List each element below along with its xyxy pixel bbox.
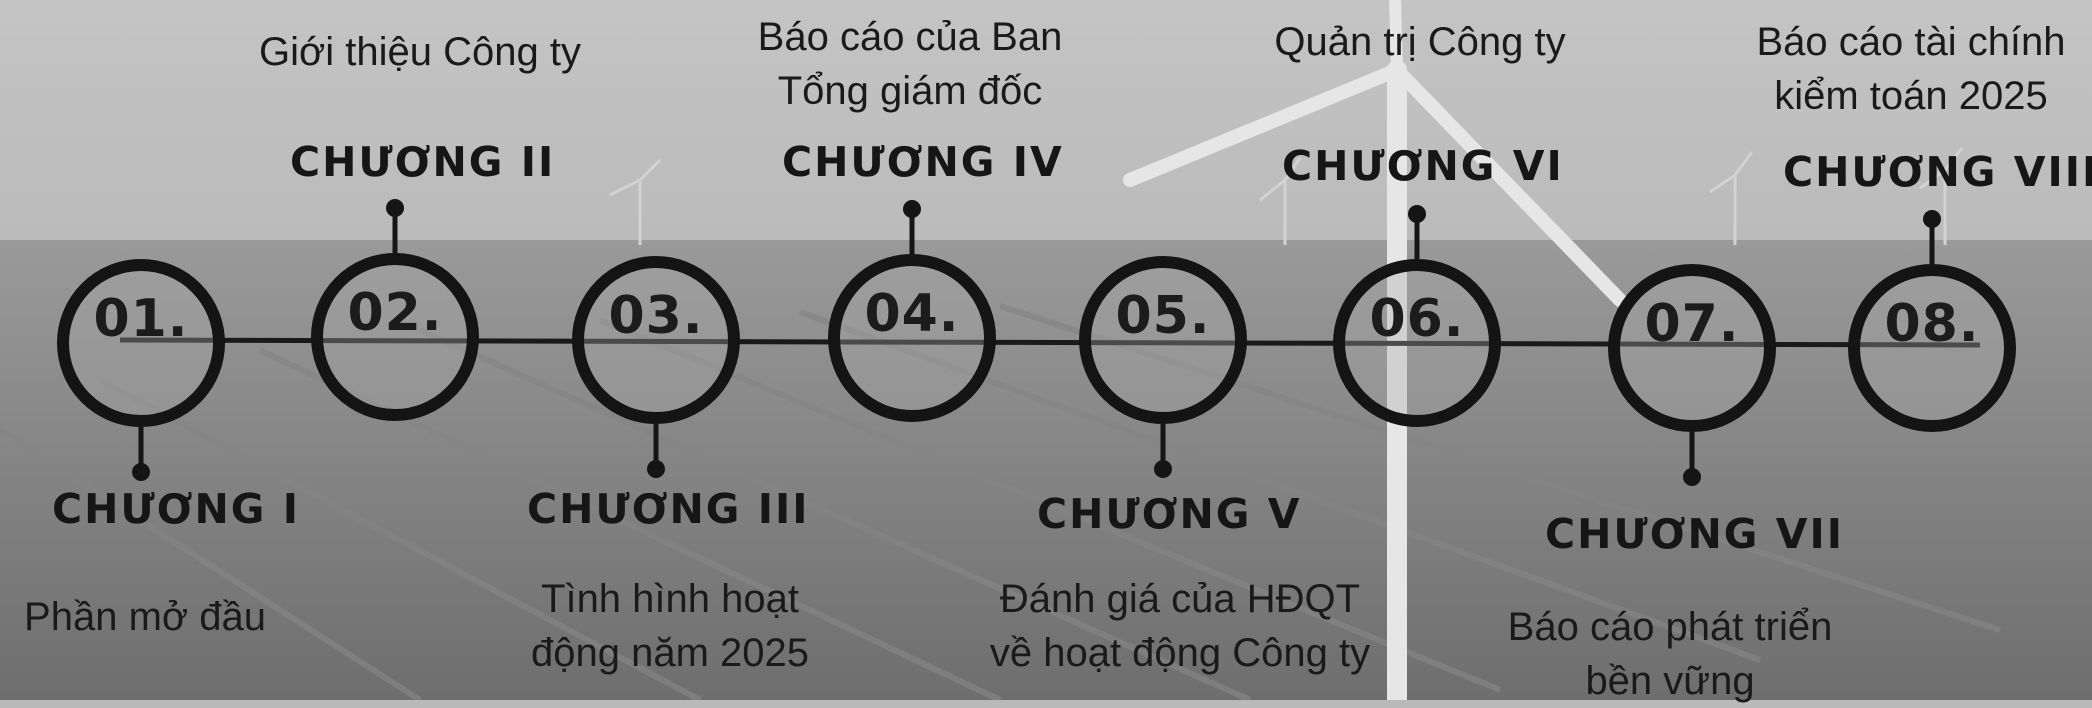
chapter-description: Quản trị Công ty <box>1240 15 1600 69</box>
chapter-dot <box>1154 460 1172 478</box>
chapter-dot <box>903 200 921 218</box>
chapter-dot <box>386 199 404 217</box>
chapter-description-line: Tình hình hoạt <box>541 577 799 621</box>
chapter-description: Báo cáo phát triển bền vững <box>1490 600 1850 708</box>
chapter-description-line: động năm 2025 <box>530 631 809 675</box>
chapter-number: 01. <box>93 289 189 349</box>
chapter-description-line: Báo cáo tài chính <box>1756 20 2066 64</box>
chapter-label: CHƯƠNG VI <box>1282 142 1564 190</box>
chapter-node-4[interactable]: 04. <box>828 254 996 422</box>
chapter-label: CHƯƠNG VII <box>1545 510 1844 558</box>
chapter-description-line: Báo cáo của Ban <box>757 15 1063 59</box>
chapter-label: CHƯƠNG VIII <box>1783 148 2092 196</box>
chapter-node-6[interactable]: 06. <box>1333 259 1501 427</box>
chapter-number: 03. <box>608 286 704 346</box>
chapter-description-line: Giới thiệu Công ty <box>259 30 581 74</box>
chapter-node-7[interactable]: 07. <box>1608 264 1776 432</box>
chapter-dot <box>1923 210 1941 228</box>
chapter-label: CHƯƠNG IV <box>782 138 1064 186</box>
chapter-label: CHƯƠNG I <box>52 485 300 533</box>
chapter-label: CHƯƠNG II <box>290 138 556 186</box>
chapter-description: Báo cáo tài chính kiểm toán 2025 <box>1730 15 2092 123</box>
chapter-dot <box>647 460 665 478</box>
chapter-node-5[interactable]: 05. <box>1079 256 1247 424</box>
chapter-description-line: Báo cáo phát triển <box>1507 605 1833 649</box>
chapter-node-3[interactable]: 03. <box>572 256 740 424</box>
chapter-number: 07. <box>1644 294 1740 354</box>
chapter-description: Giới thiệu Công ty <box>230 25 610 79</box>
chapter-description: Tình hình hoạt động năm 2025 <box>520 572 820 680</box>
chapter-dot <box>132 463 150 481</box>
chapter-dot <box>1683 468 1701 486</box>
chapter-label: CHƯƠNG V <box>1037 490 1302 538</box>
chapter-number: 08. <box>1884 294 1980 354</box>
chapter-description-line: Tổng giám đốc <box>777 69 1043 113</box>
chapter-description-line: kiểm toán 2025 <box>1774 74 2048 118</box>
chapter-description-line: Quản trị Công ty <box>1274 20 1566 64</box>
chapter-label: CHƯƠNG III <box>527 485 810 533</box>
chapter-number: 04. <box>864 284 960 344</box>
chapter-description-line: bền vững <box>1585 659 1755 703</box>
chapter-description-line: Phần mở đầu <box>24 595 266 639</box>
chapter-description-line: Đánh giá của HĐQT <box>999 577 1361 621</box>
chapter-number: 06. <box>1369 289 1465 349</box>
chapter-description-line: về hoạt động Công ty <box>989 631 1371 675</box>
chapter-node-1[interactable]: 01. <box>57 259 225 427</box>
chapter-description: Phần mở đầu <box>10 590 280 644</box>
chapter-node-2[interactable]: 02. <box>311 253 479 421</box>
chapter-description: Đánh giá của HĐQT về hoạt động Công ty <box>970 572 1390 680</box>
chapter-number: 02. <box>347 283 443 343</box>
chapter-number: 05. <box>1115 286 1211 346</box>
chapter-dot <box>1408 205 1426 223</box>
chapter-node-8[interactable]: 08. <box>1848 264 2016 432</box>
